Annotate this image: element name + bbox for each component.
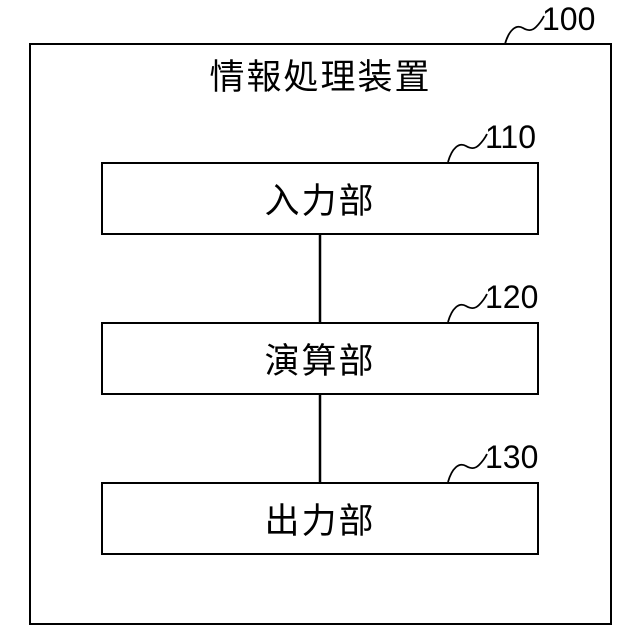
- block-output-unit: 出力部: [101, 482, 539, 555]
- block-input-unit-label: 入力部: [264, 182, 376, 221]
- leader-line-100: [504, 15, 545, 45]
- block-computation-unit: 演算部: [101, 322, 539, 395]
- ref-label-input-110: 110: [485, 119, 537, 155]
- device-title: 情報処理装置: [209, 58, 432, 97]
- ref-label-output-130: 130: [485, 439, 539, 475]
- block-output-unit-label: 出力部: [264, 502, 376, 541]
- block-computation-unit-label: 演算部: [264, 342, 376, 381]
- ref-label-computation-120: 120: [485, 279, 539, 315]
- block-input-unit: 入力部: [101, 162, 539, 235]
- ref-label-device-100: 100: [542, 1, 596, 37]
